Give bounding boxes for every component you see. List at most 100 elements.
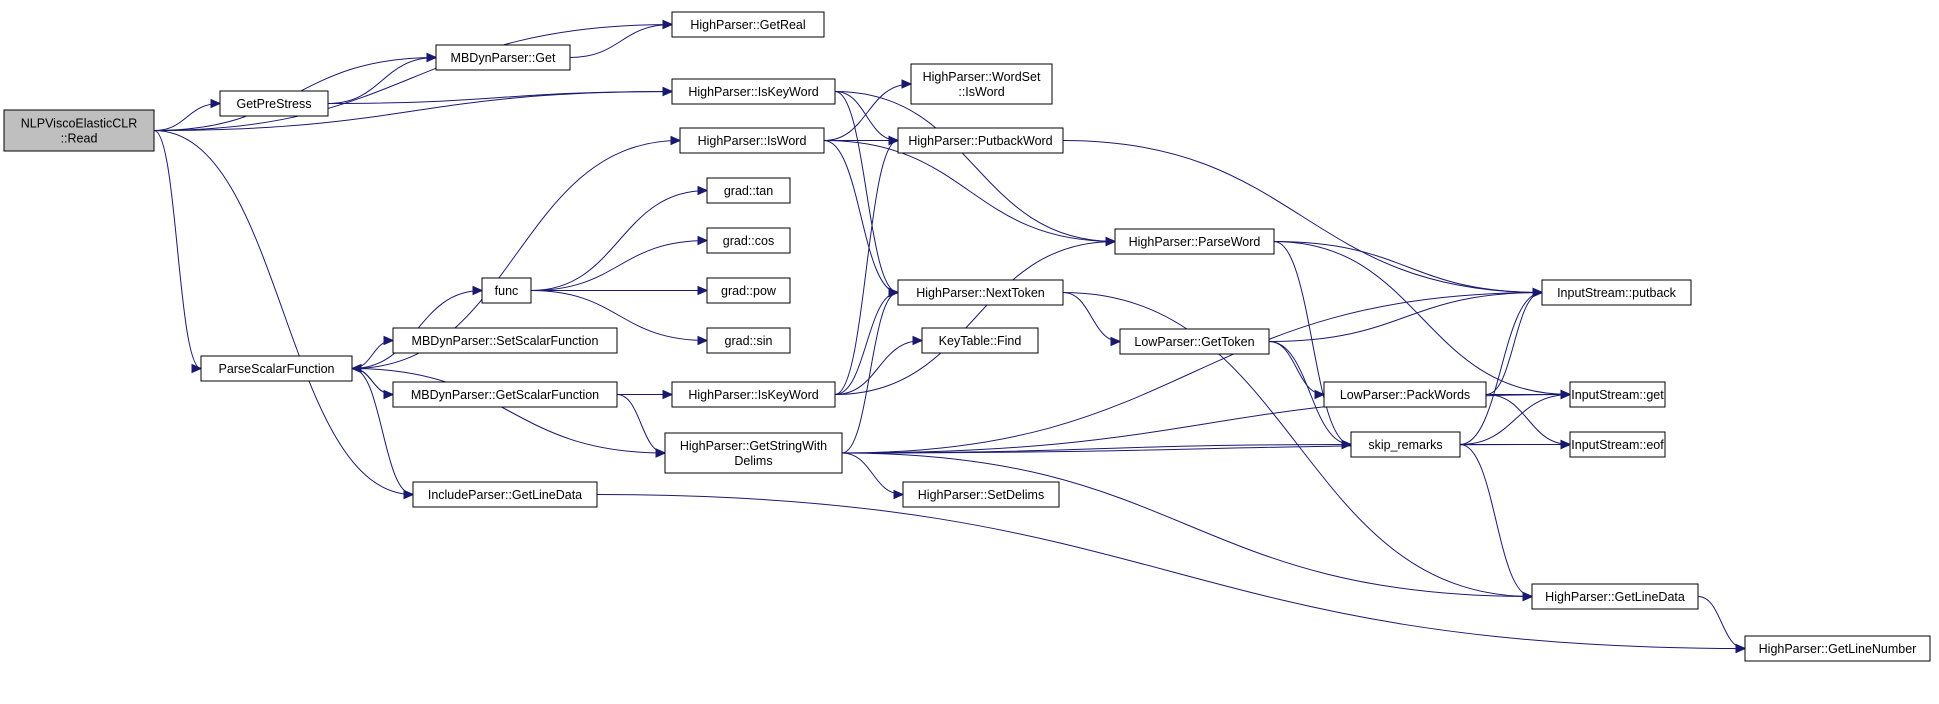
edge-gswd-to-hgld <box>841 452 1534 602</box>
node-box[interactable] <box>481 277 532 304</box>
node-box[interactable] <box>392 327 618 354</box>
node-getreal[interactable]: HighParser::GetReal <box>671 11 825 38</box>
node-layer: NLPViscoElasticCLR::Read HighParser::GetR… <box>3 11 1931 662</box>
node-label: Delims <box>734 454 772 468</box>
node-label: IncludeParser::GetLineData <box>428 488 582 502</box>
node-box[interactable] <box>219 90 329 117</box>
edge-getscalar-to-psf <box>350 363 394 395</box>
edge-line <box>1273 241 1571 395</box>
node-box[interactable] <box>392 381 618 408</box>
node-tan[interactable]: grad::tan <box>706 177 791 204</box>
node-box[interactable] <box>1569 431 1666 458</box>
edge-mbget-to-getreal <box>569 19 674 58</box>
node-box[interactable] <box>664 432 843 474</box>
node-box[interactable] <box>897 127 1064 154</box>
node-box[interactable] <box>412 481 598 508</box>
node-label: MBDynParser::SetScalarFunction <box>412 334 599 348</box>
edge-line <box>1273 241 1352 445</box>
node-includegld[interactable]: IncludeParser::GetLineData <box>412 481 598 508</box>
node-label: KeyTable::Find <box>939 334 1022 348</box>
node-iseof[interactable]: InputStream::eof <box>1569 431 1666 458</box>
node-box[interactable] <box>3 109 155 152</box>
node-wordset[interactable]: HighParser::WordSet::IsWord <box>910 63 1053 105</box>
node-box[interactable] <box>671 78 836 105</box>
node-psf[interactable]: ParseScalarFunction <box>200 355 353 382</box>
node-getprestress[interactable]: GetPreStress <box>219 90 329 117</box>
node-isword[interactable]: HighParser::IsWord <box>679 127 825 154</box>
node-isget[interactable]: InputStream::get <box>1569 381 1666 408</box>
node-box[interactable] <box>1531 583 1699 610</box>
node-gettoken[interactable]: LowParser::GetToken <box>1119 328 1270 355</box>
node-box[interactable] <box>706 277 791 304</box>
node-box[interactable] <box>706 327 791 354</box>
node-box[interactable] <box>1541 279 1692 306</box>
node-skip[interactable]: skip_remarks <box>1350 431 1461 458</box>
node-box[interactable] <box>902 481 1060 508</box>
edge-line <box>327 57 437 104</box>
edge-arrowhead <box>655 448 667 458</box>
node-label: InputStream::eof <box>1571 438 1664 452</box>
edge-arrowhead <box>383 335 395 346</box>
node-box[interactable] <box>1114 228 1275 255</box>
edge-func-to-tan <box>530 185 709 291</box>
node-box[interactable] <box>1323 381 1487 408</box>
node-setdelims[interactable]: HighParser::SetDelims <box>902 481 1060 508</box>
edge-psf-to-setscalar <box>351 335 395 369</box>
node-box[interactable] <box>897 279 1064 306</box>
node-iskeyword2[interactable]: HighParser::IsKeyWord <box>671 381 836 408</box>
node-box[interactable] <box>706 227 791 254</box>
node-nexttoken[interactable]: HighParser::NextToken <box>897 279 1064 306</box>
edge-func-to-pow <box>531 285 709 296</box>
node-label: HighParser::ParseWord <box>1129 235 1261 249</box>
node-hgld[interactable]: HighParser::GetLineData <box>1531 583 1699 610</box>
node-mbget[interactable]: MBDynParser::Get <box>435 44 571 71</box>
edge-arrowhead <box>1105 236 1117 247</box>
edge-getscalar-to-iskeyword2 <box>616 389 674 400</box>
node-cos[interactable]: grad::cos <box>706 227 791 254</box>
node-parseword[interactable]: HighParser::ParseWord <box>1114 228 1275 255</box>
edge-arrowhead <box>191 363 203 374</box>
node-box[interactable] <box>706 177 791 204</box>
node-setscalar[interactable]: MBDynParser::SetScalarFunction <box>392 327 618 354</box>
edge-psf-to-includegld <box>351 368 415 500</box>
node-box[interactable] <box>200 355 353 382</box>
node-read[interactable]: NLPViscoElasticCLR::Read <box>3 109 155 152</box>
node-box[interactable] <box>921 327 1039 354</box>
node-getscalar[interactable]: MBDynParser::GetScalarFunction <box>392 381 618 408</box>
edge-psf-to-isword <box>351 135 682 369</box>
node-getlinenumber[interactable]: HighParser::GetLineNumber <box>1744 635 1931 662</box>
node-box[interactable] <box>671 381 836 408</box>
edge-line <box>351 140 681 369</box>
node-box[interactable] <box>679 127 825 154</box>
node-putback[interactable]: HighParser::PutbackWord <box>897 127 1064 154</box>
edge-line <box>596 494 1746 649</box>
node-box[interactable] <box>671 11 825 38</box>
node-keyfind[interactable]: KeyTable::Find <box>921 327 1039 354</box>
node-box[interactable] <box>910 63 1053 105</box>
node-box[interactable] <box>1350 431 1461 458</box>
node-box[interactable] <box>1744 635 1931 662</box>
edge-line <box>834 91 899 293</box>
edge-arrowhead <box>1560 389 1572 400</box>
node-ispb[interactable]: InputStream::putback <box>1541 279 1692 306</box>
node-iskeyword1[interactable]: HighParser::IsKeyWord <box>671 78 836 105</box>
edge-arrowhead <box>403 489 415 500</box>
edge-line <box>1697 596 1746 649</box>
edge-arrowhead <box>888 135 900 146</box>
edge-line <box>351 368 666 454</box>
node-packwords[interactable]: LowParser::PackWords <box>1323 381 1487 408</box>
node-box[interactable] <box>1119 328 1270 355</box>
node-sin[interactable]: grad::sin <box>706 327 791 354</box>
node-label: grad::pow <box>721 284 777 298</box>
node-box[interactable] <box>1569 381 1666 408</box>
edge-line <box>153 24 673 131</box>
edge-arrowhead <box>210 98 222 109</box>
edge-isword-to-wordset <box>823 79 913 141</box>
edge-line <box>834 241 1116 395</box>
edge-line <box>351 368 394 395</box>
node-pow[interactable]: grad::pow <box>706 277 791 304</box>
node-func[interactable]: func <box>481 277 532 304</box>
node-box[interactable] <box>435 44 571 71</box>
edge-line <box>841 452 904 495</box>
